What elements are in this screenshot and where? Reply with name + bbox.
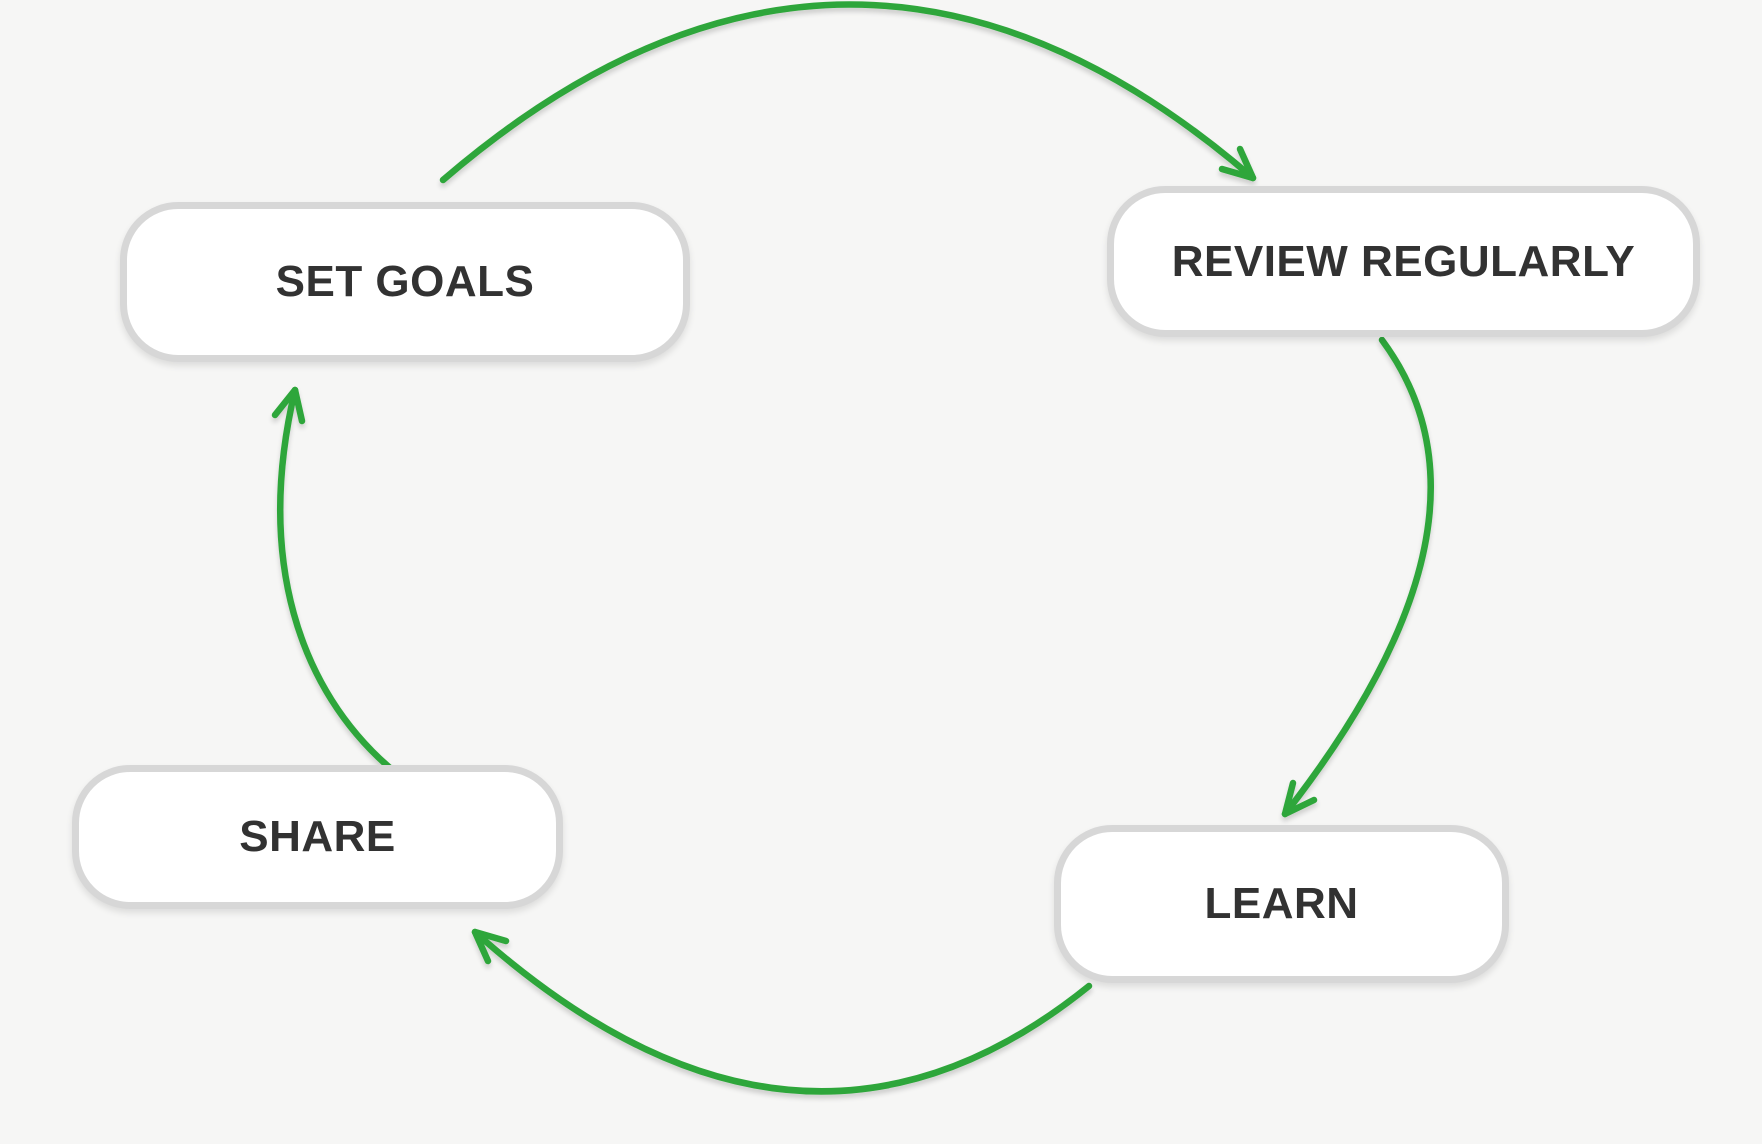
node-review-regularly: REVIEW REGULARLY <box>1107 186 1700 337</box>
node-learn-label: LEARN <box>1204 879 1359 928</box>
edge-review-regularly-to-learn <box>1281 336 1434 818</box>
node-set-goals-label: SET GOALS <box>275 257 535 306</box>
node-share-label: SHARE <box>239 812 396 861</box>
edge-share-to-set-goals <box>277 386 394 772</box>
arrowhead-icon <box>471 928 510 965</box>
node-learn: LEARN <box>1054 825 1509 983</box>
node-set-goals: SET GOALS <box>120 202 690 362</box>
arrowhead-icon <box>1281 779 1318 818</box>
edge-learn-to-share <box>471 928 1093 1095</box>
edge-set-goals-to-review-regularly <box>439 1 1257 184</box>
node-share: SHARE <box>72 765 563 909</box>
arrowhead-icon <box>271 386 306 425</box>
node-review-regularly-label: REVIEW REGULARLY <box>1171 236 1636 286</box>
arrowhead-icon <box>1218 145 1257 182</box>
